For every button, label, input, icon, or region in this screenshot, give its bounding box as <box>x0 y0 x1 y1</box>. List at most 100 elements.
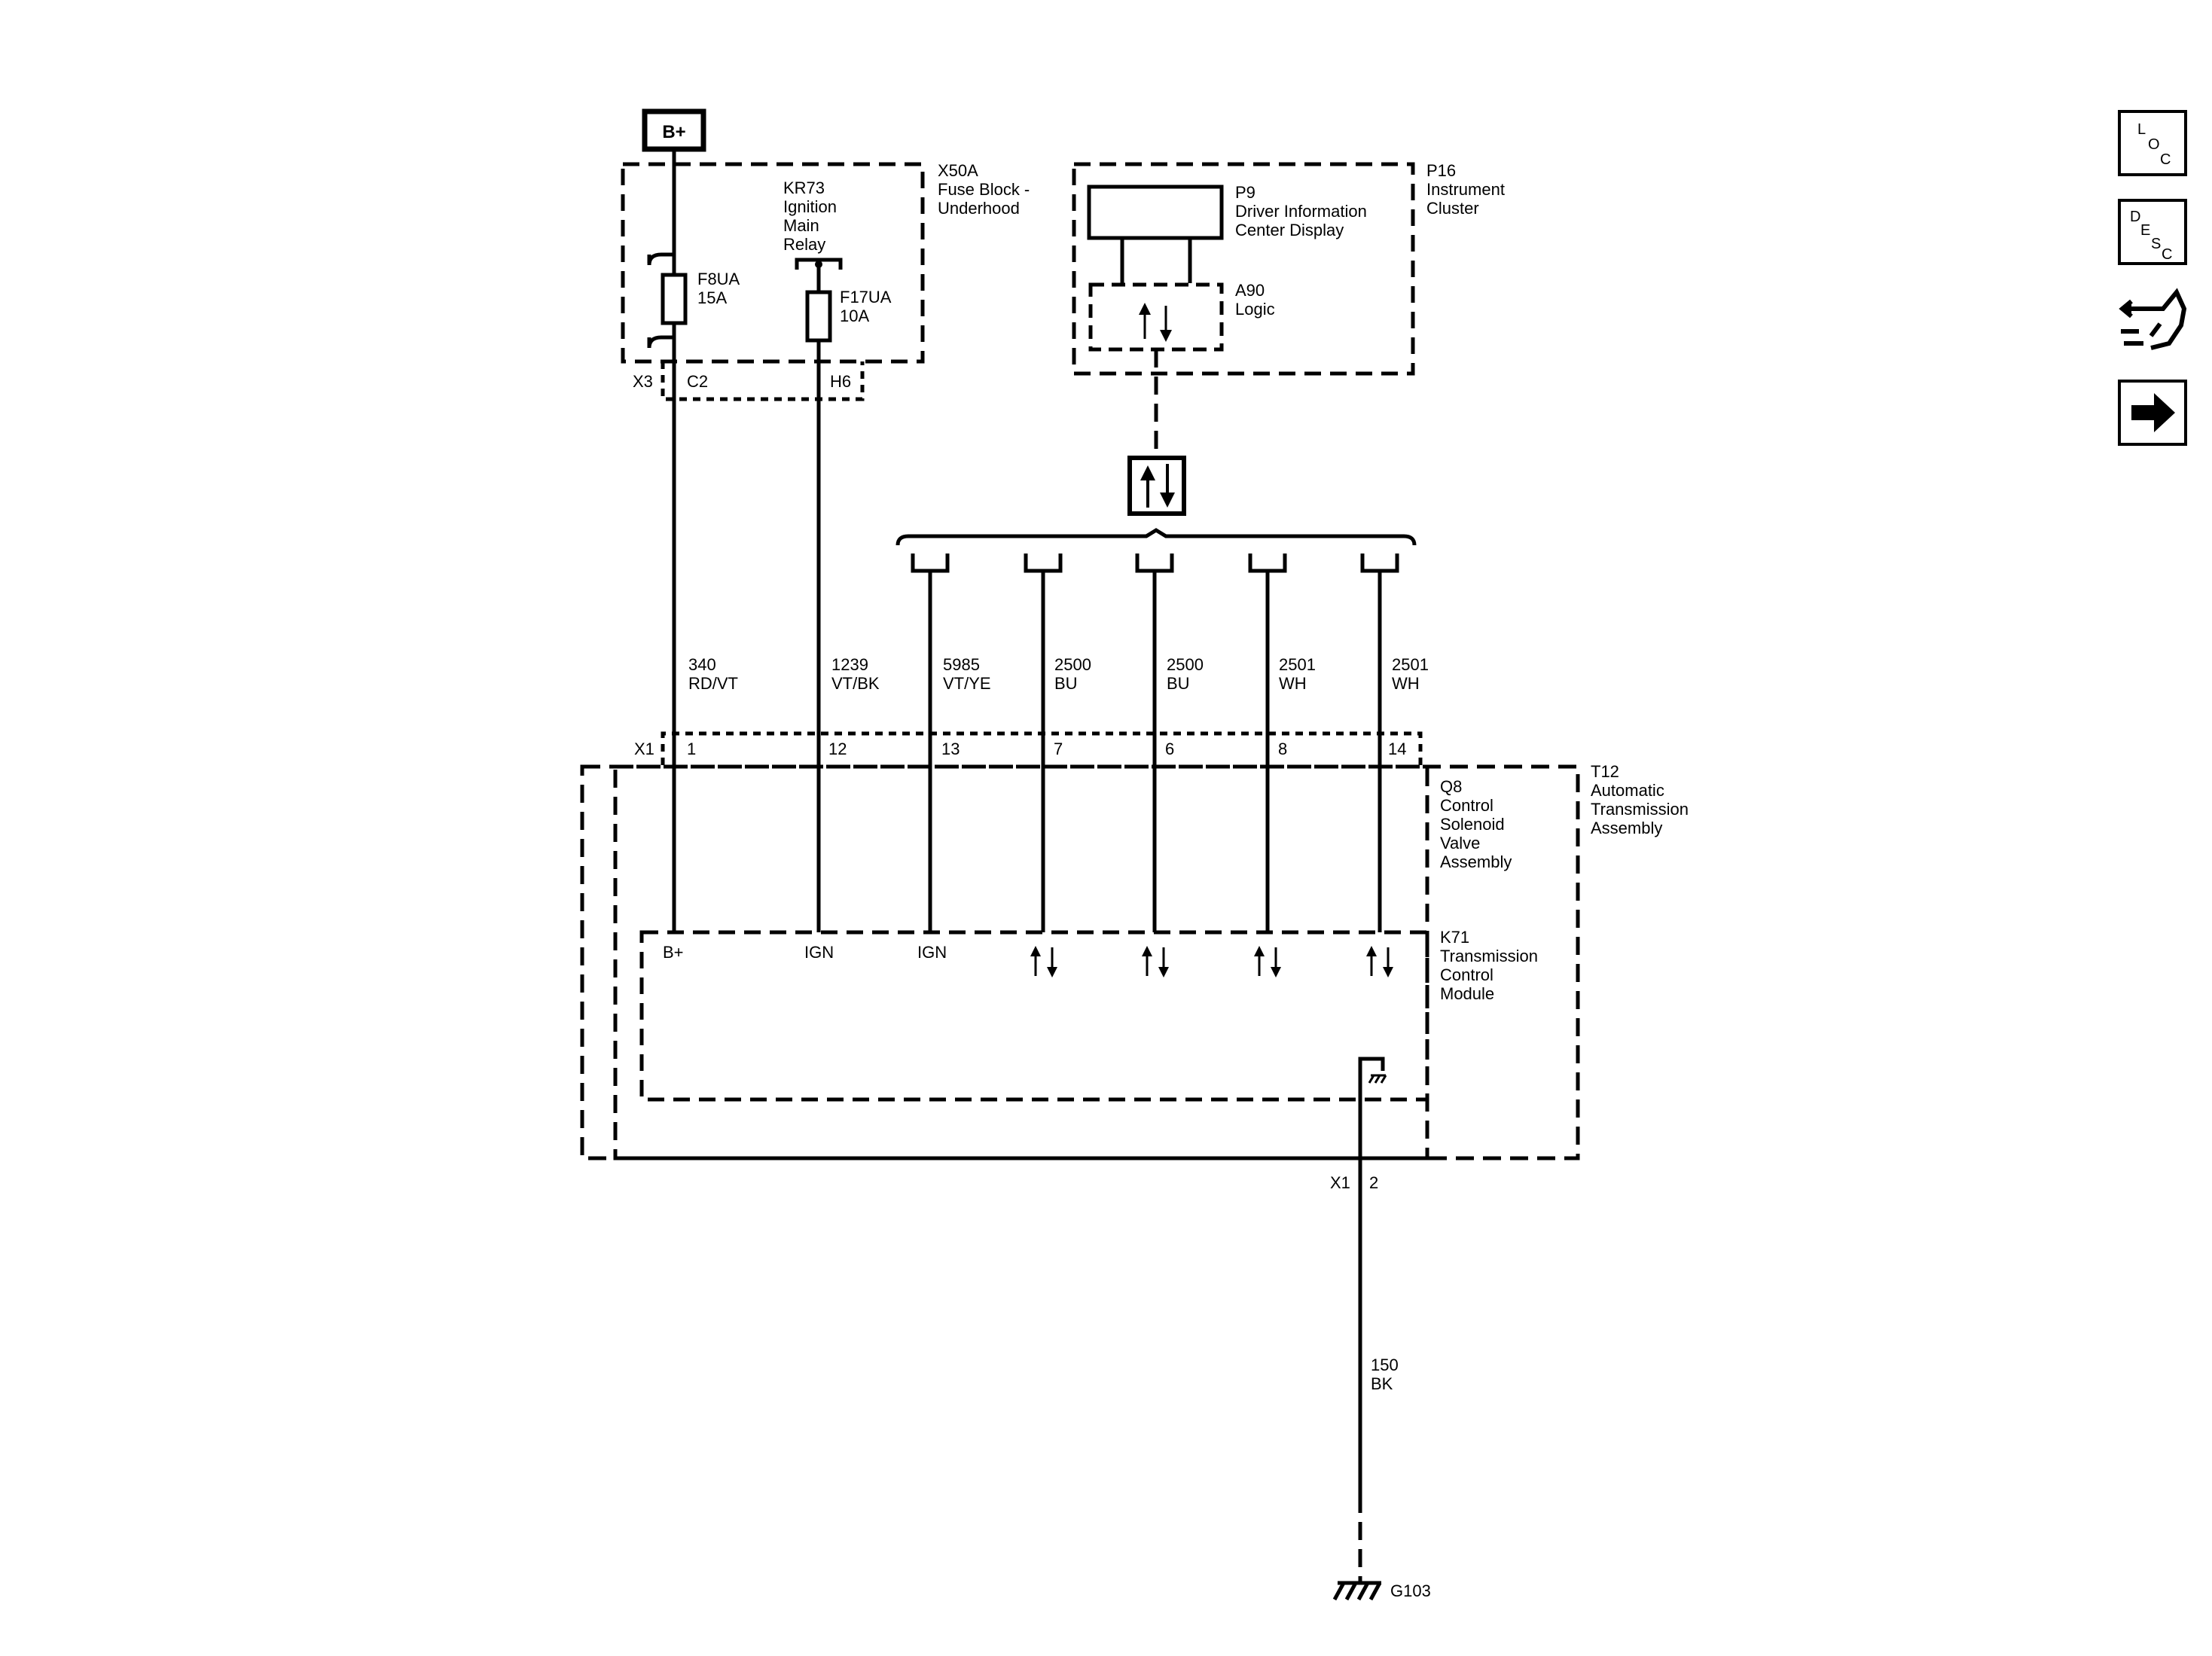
pin-label: 8 <box>1278 740 1287 758</box>
svg-text:E: E <box>2140 222 2150 239</box>
connector-tool-icon[interactable] <box>2119 288 2187 350</box>
battery-power-label: B+ <box>662 122 685 142</box>
svg-text:Main: Main <box>783 216 819 235</box>
svg-text:10A: 10A <box>840 306 869 325</box>
svg-text:Transmission: Transmission <box>1440 947 1538 965</box>
svg-text:Relay: Relay <box>783 235 825 254</box>
svg-text:Driver Information: Driver Information <box>1235 202 1367 221</box>
svg-text:Underhood: Underhood <box>938 199 1020 218</box>
svg-text:KR73: KR73 <box>783 178 825 197</box>
svg-text:VT/YE: VT/YE <box>943 674 991 693</box>
svg-text:Logic: Logic <box>1235 300 1275 319</box>
tcm-pin-label: IGN <box>804 943 834 962</box>
x1-ground-pin-label: 2 <box>1369 1173 1378 1192</box>
svg-text:2501: 2501 <box>1279 655 1316 674</box>
pin-label: 13 <box>941 740 960 758</box>
wire-150-label: 150 BK <box>1371 1356 1399 1393</box>
svg-text:L: L <box>2137 121 2146 138</box>
driver-info-display-box <box>1087 185 1224 240</box>
description-button[interactable]: D E S C <box>2118 199 2187 265</box>
svg-text:Center Display: Center Display <box>1235 221 1344 239</box>
tcm-label: K71 Transmission Control Module <box>1440 928 1538 1003</box>
data-bus-box <box>1127 456 1186 516</box>
svg-text:D: D <box>2130 209 2140 225</box>
svg-text:1239: 1239 <box>831 655 868 674</box>
wire-2501-label: 2501 WH <box>1392 655 1429 693</box>
svg-text:O: O <box>2148 136 2160 153</box>
svg-text:VT/BK: VT/BK <box>831 674 880 693</box>
next-button[interactable] <box>2118 380 2187 446</box>
svg-text:Control: Control <box>1440 796 1493 815</box>
ground-g103-label: G103 <box>1390 1581 1431 1600</box>
pin-label: 1 <box>687 740 696 758</box>
svg-text:F17UA: F17UA <box>840 288 892 306</box>
svg-text:Control: Control <box>1440 965 1493 984</box>
x1-ground-connector-label: X1 <box>1330 1173 1350 1192</box>
tcm-pin-label: B+ <box>663 943 684 962</box>
svg-text:A90: A90 <box>1235 281 1265 300</box>
svg-text:WH: WH <box>1392 674 1420 693</box>
fuse-block-outline <box>621 162 925 364</box>
driver-info-display-label: P9 Driver Information Center Display <box>1235 183 1367 239</box>
svg-text:Assembly: Assembly <box>1440 852 1512 871</box>
svg-text:Cluster: Cluster <box>1426 199 1479 218</box>
wire-340-label: 340 RD/VT <box>688 655 738 693</box>
svg-text:Transmission: Transmission <box>1591 800 1689 819</box>
svg-text:F8UA: F8UA <box>697 270 740 288</box>
logic-a90-label: A90 Logic <box>1235 281 1275 319</box>
svg-text:X50A: X50A <box>938 161 978 180</box>
pin-c2-label: C2 <box>687 372 708 391</box>
svg-text:Solenoid: Solenoid <box>1440 815 1505 834</box>
svg-text:Fuse Block -: Fuse Block - <box>938 180 1030 199</box>
svg-text:K71: K71 <box>1440 928 1469 947</box>
wire-2501-label: 2501 WH <box>1279 655 1316 693</box>
fuse-f17ua <box>805 290 832 343</box>
svg-text:RD/VT: RD/VT <box>688 674 738 693</box>
pin-label: 14 <box>1388 740 1406 758</box>
svg-text:S: S <box>2151 236 2161 252</box>
svg-text:P9: P9 <box>1235 183 1256 202</box>
svg-text:2501: 2501 <box>1392 655 1429 674</box>
solenoid-valve-outline <box>613 764 1429 1160</box>
svg-text:Valve: Valve <box>1440 834 1480 852</box>
pin-label: 12 <box>828 740 847 758</box>
logic-a90-outline <box>1088 282 1224 352</box>
x3-connector-label: X3 <box>633 372 653 391</box>
relay-kr73-label: KR73 Ignition Main Relay <box>783 178 837 254</box>
fuse-block-connector-outline <box>661 361 865 401</box>
svg-text:P16: P16 <box>1426 161 1456 180</box>
wire-1239-label: 1239 VT/BK <box>831 655 880 693</box>
svg-text:Assembly: Assembly <box>1591 819 1662 837</box>
svg-text:Module: Module <box>1440 984 1494 1003</box>
svg-text:Instrument: Instrument <box>1426 180 1505 199</box>
svg-text:BK: BK <box>1371 1374 1393 1393</box>
pin-label: 7 <box>1054 740 1063 758</box>
solenoid-valve-label: Q8 Control Solenoid Valve Assembly <box>1440 777 1512 871</box>
svg-text:C: C <box>2160 151 2171 168</box>
arrow-right-icon <box>2131 393 2175 432</box>
svg-text:Q8: Q8 <box>1440 777 1462 796</box>
svg-text:340: 340 <box>688 655 716 674</box>
wire-2500-label: 2500 BU <box>1167 655 1204 693</box>
fuse-f8ua <box>661 273 688 325</box>
x1-connector-outline <box>661 731 1423 765</box>
wire-2500-label: 2500 BU <box>1054 655 1091 693</box>
svg-text:150: 150 <box>1371 1356 1399 1374</box>
svg-text:Automatic: Automatic <box>1591 781 1664 800</box>
pin-h6-label: H6 <box>830 372 851 391</box>
fuse-block-label: X50A Fuse Block - Underhood <box>938 161 1030 218</box>
svg-text:C: C <box>2162 246 2172 263</box>
fuse-f17ua-label: F17UA 10A <box>840 288 892 325</box>
tcm-pin-label: IGN <box>917 943 947 962</box>
wire-5985-label: 5985 VT/YE <box>943 655 991 693</box>
data-bus-bracket <box>895 528 1417 546</box>
x1-connector-label: X1 <box>634 740 654 758</box>
svg-text:2500: 2500 <box>1167 655 1204 674</box>
location-button[interactable]: L O C <box>2118 110 2187 176</box>
svg-text:Ignition: Ignition <box>783 197 837 216</box>
svg-text:15A: 15A <box>697 288 727 307</box>
svg-text:5985: 5985 <box>943 655 980 674</box>
instrument-cluster-label: P16 Instrument Cluster <box>1426 161 1505 218</box>
svg-text:BU: BU <box>1167 674 1190 693</box>
